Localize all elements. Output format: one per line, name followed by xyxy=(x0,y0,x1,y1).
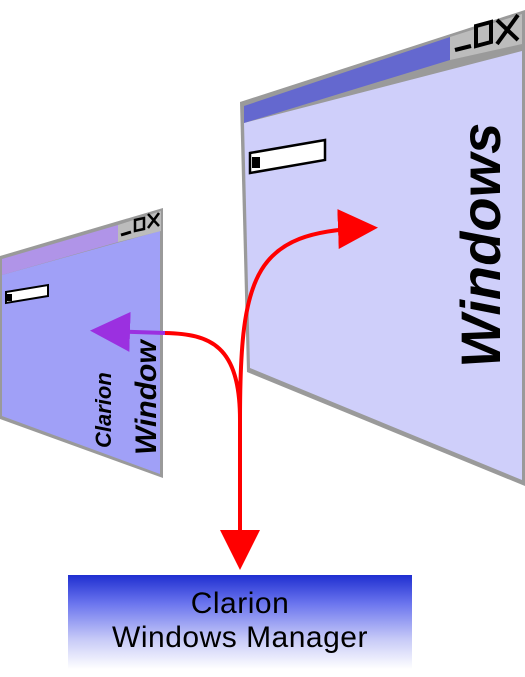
arrows xyxy=(90,209,378,570)
clarion-window-label-line2: Window xyxy=(130,339,163,455)
large-window-controls xyxy=(454,13,520,52)
clarion-window-label-line1: Clarion xyxy=(91,372,116,448)
manager-label-line2: Windows Manager xyxy=(112,621,368,654)
windows-label: Windows xyxy=(449,123,512,368)
small-window-controls xyxy=(120,212,161,237)
small-window-text-field-caret xyxy=(7,294,12,301)
maximize-icon xyxy=(474,19,493,49)
small-window-text-field xyxy=(5,283,49,305)
close-icon-stroke-2 xyxy=(146,212,161,229)
windows-manager-box: Clarion Windows Manager xyxy=(68,575,412,669)
large-window-text-field xyxy=(248,138,327,175)
small-window-title-bar xyxy=(2,225,118,275)
close-icon-stroke-2 xyxy=(495,13,520,46)
minimize-icon xyxy=(120,230,132,237)
arrow-to-clarion-window-stem xyxy=(164,331,242,421)
minimize-icon xyxy=(454,44,472,52)
manager-label-line1: Clarion xyxy=(190,587,290,620)
arrow-to-clarion-window xyxy=(90,311,166,352)
arrow-to-windows xyxy=(238,209,378,421)
windows-large-window: Windows xyxy=(240,10,525,486)
small-window-control-strip xyxy=(118,211,161,242)
large-window-text-field-caret xyxy=(252,157,260,168)
clarion-small-window: Clarion Window xyxy=(0,208,163,478)
maximize-icon xyxy=(133,216,146,233)
large-window-title-bar xyxy=(244,37,450,123)
